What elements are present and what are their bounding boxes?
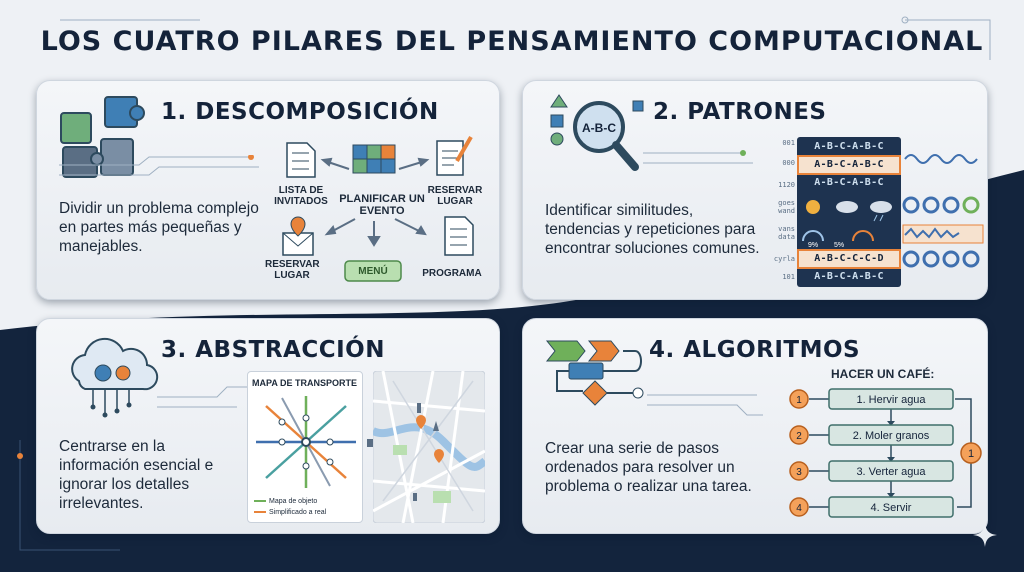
decomposition-heading: 1. DESCOMPOSICIÓN	[161, 99, 439, 125]
loop-number-circle	[960, 442, 982, 464]
cloud-gear-icon	[71, 337, 159, 418]
pattern-row-label: 101	[782, 273, 795, 281]
map-title: MAPA DE TRANSPORTE	[252, 378, 358, 388]
sparkle-icon	[973, 523, 997, 547]
circuit-lines-2	[643, 150, 753, 164]
flow-arrowhead	[887, 457, 895, 462]
step-number-circle	[789, 461, 809, 481]
pattern-row-label: 1120	[778, 181, 795, 189]
magnifier-icon: A-B-C	[550, 94, 644, 171]
city-map	[373, 371, 485, 523]
step-label: 3. Verter agua	[856, 466, 926, 478]
step-number-circle	[789, 497, 809, 517]
step-number-circle	[789, 389, 809, 409]
algorithms-description: Crear una serie de pasos ordenados para …	[545, 440, 752, 495]
step-box	[828, 496, 954, 518]
step-label: 1. Hervir agua	[856, 394, 926, 406]
card-patterns: A-B-C 2. PATRONES Identificar similitude…	[522, 80, 988, 300]
step-box	[828, 460, 954, 482]
circuit-lines-4	[647, 394, 763, 416]
pattern-panel: 001 000 1120 goes wand vans data cyrla 101 A-B…	[773, 137, 985, 287]
card-abstraction: 3. ABSTRACCIÓN Centrarse en la informaci…	[36, 318, 500, 534]
wave-panel	[902, 154, 984, 268]
card-decomposition: 1. DESCOMPOSICIÓN Dividir un problema co…	[36, 80, 500, 300]
puzzle-icon	[60, 96, 145, 178]
step-label: 4. Servir	[871, 502, 912, 514]
pattern-row-label: 000	[782, 159, 795, 167]
step-number: 2	[796, 431, 802, 442]
page-title: LOS CUATRO PILARES DEL PENSAMIENTO COMPU…	[40, 26, 984, 57]
flowchart-icon	[545, 340, 644, 406]
pattern-row-label: cyrla	[773, 255, 795, 263]
circuit-lines	[59, 155, 259, 176]
pattern-row-label: 001	[782, 139, 795, 147]
magnifier-text: A-B-C	[582, 121, 616, 135]
patterns-heading: 2. PATRONES	[653, 99, 827, 125]
abstraction-description: Centrarse en la información esencial e i…	[59, 438, 214, 512]
flow-arrowhead	[887, 493, 895, 498]
notepad-icon	[436, 135, 473, 176]
step-number: 1	[796, 395, 802, 406]
step-box	[828, 388, 954, 410]
reserve-place-bottom-label: RESERVAR LUGAR	[265, 259, 320, 281]
pattern-sequence: A-B-C-A-B-C	[814, 177, 884, 188]
step-number-circle	[789, 425, 809, 445]
legend-2-text: Simplificado a real	[269, 509, 327, 516]
step-number: 3	[796, 467, 802, 478]
algorithms-heading: 4. ALGORITMOS	[649, 337, 861, 363]
step-box	[828, 424, 954, 446]
weather-percent-1: 9%	[808, 242, 818, 249]
loop-number: 1	[968, 448, 974, 460]
decomposition-description: Dividir un problema complejo en partes m…	[59, 200, 259, 255]
checklist-icon	[286, 142, 316, 178]
patterns-description: Identificar similitudes, tendencias y re…	[545, 202, 760, 257]
map-legend-2: Simplificado a real	[254, 509, 326, 516]
algorithm-flow: 1 1 1. Hervir agua 2 2. Moler granos 3 3. Vert…	[789, 388, 982, 518]
transit-map	[256, 396, 356, 488]
legend-1-text: Mapa de objeto	[269, 498, 318, 505]
card-algorithms: 4. ALGORITMOS Crear una serie de pasos o…	[522, 318, 988, 534]
step-label: 2. Moler granos	[853, 430, 930, 442]
weather-icons: 9% 5%	[802, 200, 892, 249]
flow-title: HACER UN CAFÉ:	[831, 367, 935, 381]
weather-percent-2: 5%	[834, 242, 844, 249]
envelope-icon	[282, 216, 314, 256]
cubes-icon	[352, 144, 396, 174]
pattern-sequence: A-B-C-A-B-C	[797, 155, 901, 175]
decomposition-diagram	[282, 135, 474, 282]
pattern-sequence: A-B-C-C-C-D	[797, 249, 901, 269]
pattern-sequence: A-B-C-A-B-C	[814, 141, 884, 152]
document-icon	[444, 216, 474, 256]
pattern-row-label: goes wand	[778, 199, 795, 215]
reserve-place-top-label: RESERVAR LUGAR	[427, 185, 483, 207]
program-label: PROGRAMA	[422, 268, 482, 279]
menu-label: MENÚ	[358, 266, 388, 277]
pattern-sequence: A-B-C-A-B-C	[814, 271, 884, 282]
step-number: 4	[796, 503, 802, 514]
menu-box	[344, 260, 402, 282]
pattern-row-label: vans data	[778, 225, 795, 241]
center-label: PLANIFICAR UN EVENTO	[339, 193, 425, 217]
map-legend-1: Mapa de objeto	[254, 498, 317, 505]
transport-map-card: MAPA DE TRANSPORTE Mapa de objeto Simpli…	[247, 371, 363, 523]
flow-arrowhead	[887, 421, 895, 426]
abstraction-heading: 3. ABSTRACCIÓN	[161, 337, 385, 363]
guest-list-label: LISTA DE INVITADOS	[274, 185, 328, 207]
